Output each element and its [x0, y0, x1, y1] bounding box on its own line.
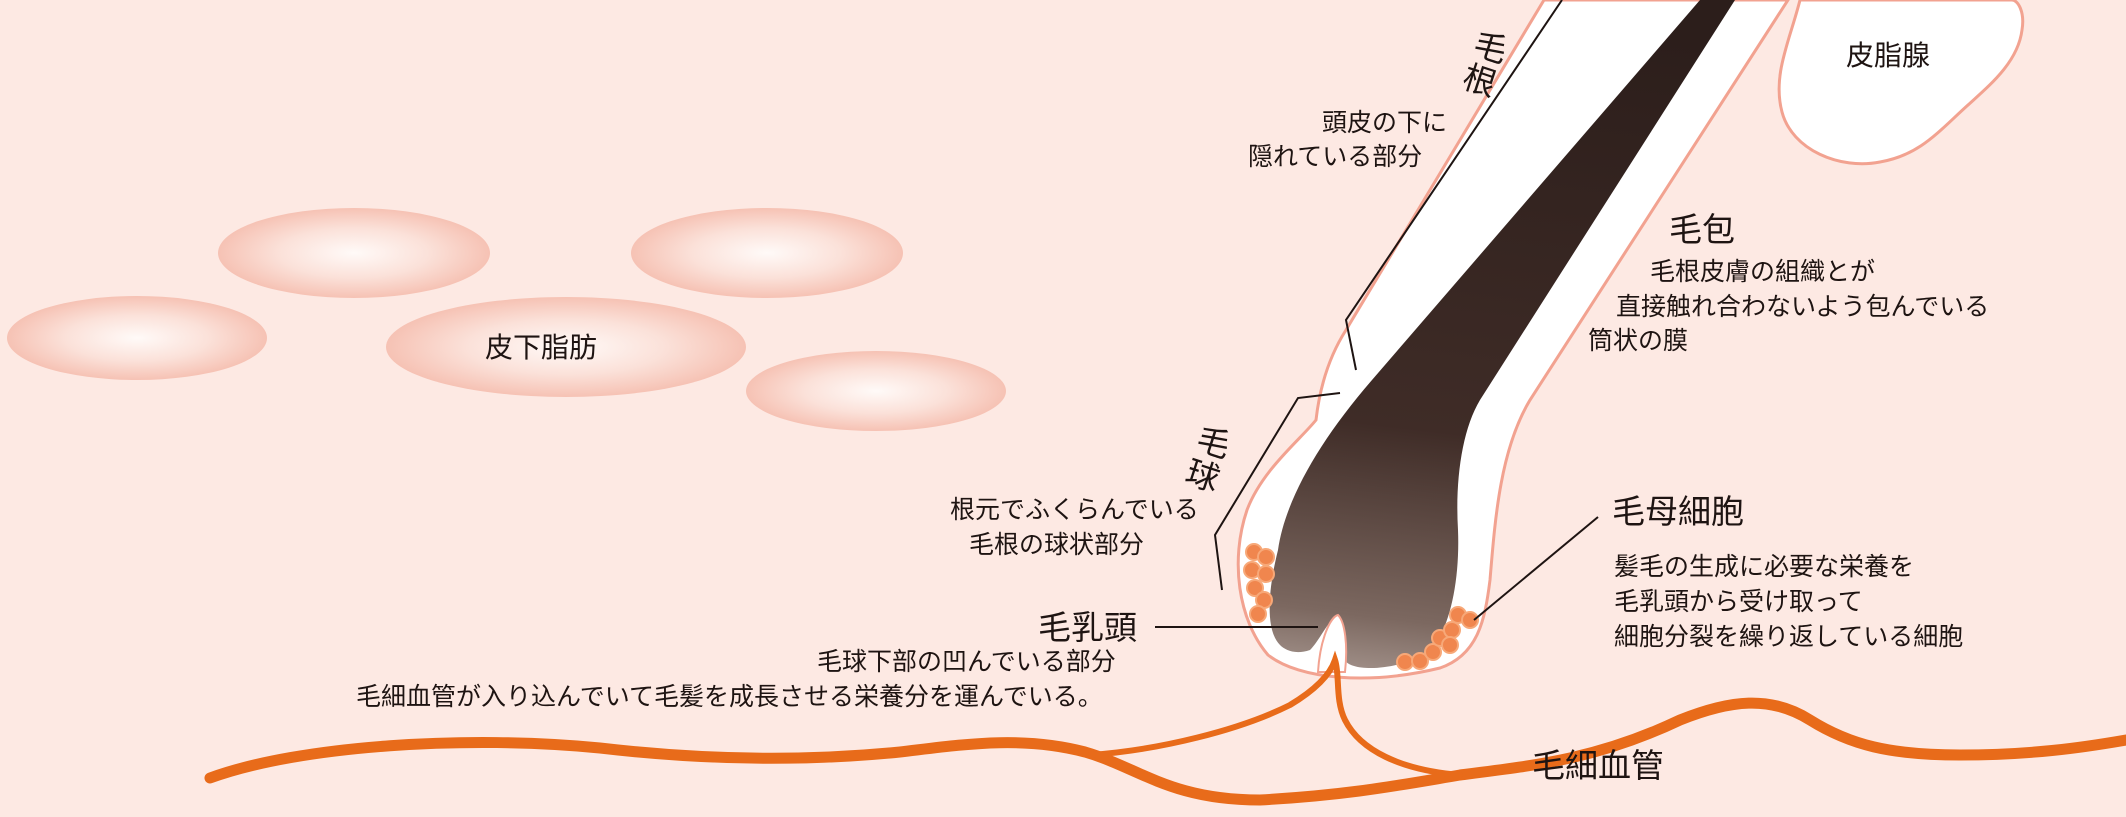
dermal-papilla-shape: [1316, 613, 1348, 673]
matrix-cells: [1243, 543, 1479, 671]
fat-blob: [631, 208, 903, 298]
hair-follicle-desc-line1: 毛根皮膚の組織とが: [1650, 257, 1876, 286]
dermal-papilla-title: 毛乳頭: [1038, 608, 1137, 647]
sebaceous-gland-shape: [1777, 0, 2025, 166]
bracket-lines: [1155, 0, 1599, 628]
fat-blob: [218, 208, 490, 298]
subcutaneous-fat-label: 皮下脂肪: [485, 331, 598, 364]
subcutaneous-fat-blobs: [7, 208, 1006, 431]
sebaceous-gland-label: 皮脂腺: [1846, 39, 1931, 72]
hair-bulb-desc-line2: 毛根の球状部分: [969, 530, 1145, 559]
hair-follicle-title: 毛包: [1669, 210, 1735, 249]
capillary-label: 毛細血管: [1532, 746, 1664, 785]
capillary-main: [204, 697, 2126, 806]
hair-follicle-desc-line3: 筒状の膜: [1588, 326, 1689, 355]
hair-root-desc-line2: 隠れている部分: [1248, 142, 1423, 171]
fat-blob: [7, 296, 267, 380]
matrix-cells-desc-line3: 細胞分裂を繰り返している細胞: [1614, 622, 1964, 651]
hair-root-bracket: [1344, 0, 1563, 371]
hair-bulb-bracket: [1213, 392, 1341, 591]
hair-root-desc-line1: 頭皮の下に: [1322, 108, 1448, 137]
matrix-cells-desc-line2: 毛乳頭から受け取って: [1614, 587, 1863, 616]
dermal-papilla-desc-line2: 毛細血管が入り込んでいて毛髪を成長させる栄養分を運んでいる。: [356, 682, 1103, 711]
hair-follicle-desc-line2: 直接触れ合わないよう包んでいる: [1616, 292, 1990, 321]
capillaries: [204, 650, 2126, 806]
capillary-branch: [1087, 650, 1463, 778]
fat-blob: [746, 351, 1006, 431]
matrix-cells-leader: [1473, 516, 1599, 621]
fat-blob: [386, 297, 746, 397]
dermal-papilla-desc-line1: 毛球下部の凹んでいる部分: [817, 647, 1116, 676]
hair-shaft: [1269, 0, 1735, 669]
matrix-cells-desc-line1: 髪毛の生成に必要な栄養を: [1614, 552, 1915, 581]
matrix-cells-title: 毛母細胞: [1612, 492, 1744, 531]
hair-bulb-desc-line1: 根元でふくらんでいる: [950, 495, 1199, 524]
